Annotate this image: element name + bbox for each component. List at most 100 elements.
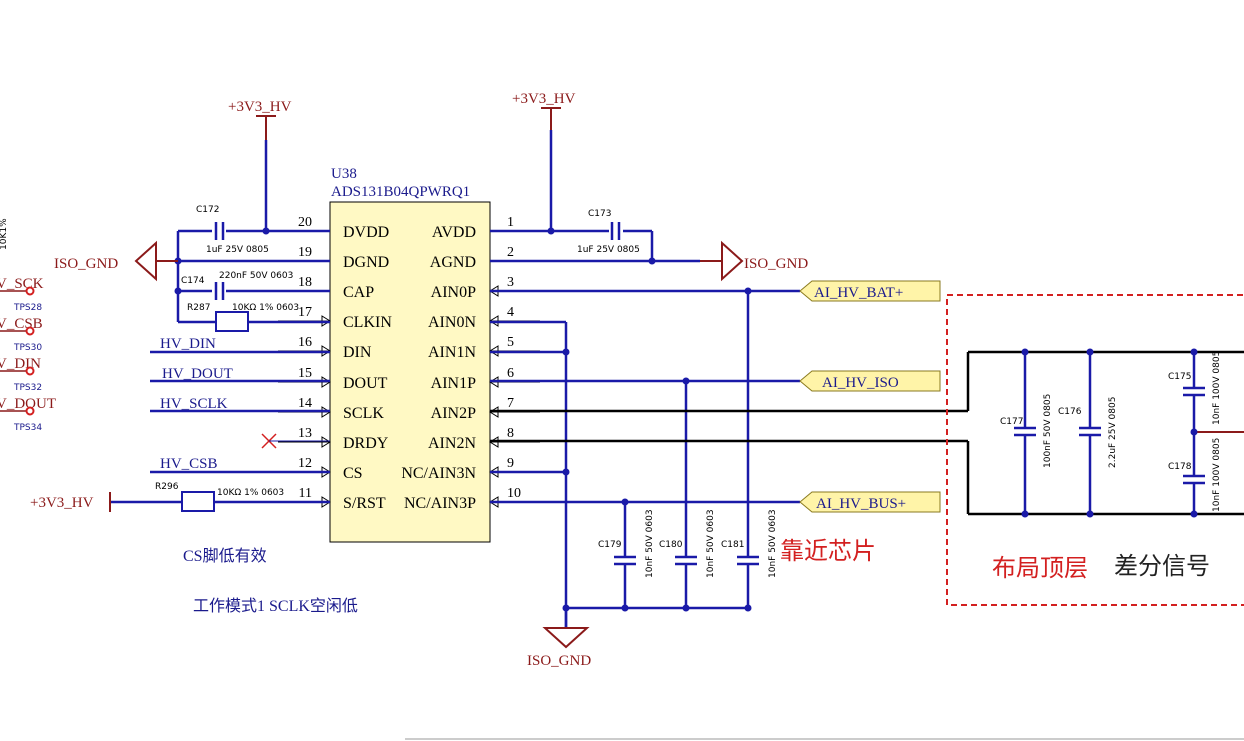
resistor-r296[interactable] xyxy=(181,491,215,512)
resistor-r287[interactable] xyxy=(215,311,249,332)
net-label-bus[interactable]: AI_HV_BUS+ xyxy=(799,491,941,513)
power-vcc-right xyxy=(541,107,561,130)
pin-name: CLKIN xyxy=(343,314,392,331)
capacitor-c172[interactable] xyxy=(212,222,226,240)
junction-dot xyxy=(1021,510,1029,518)
pin-number: 17 xyxy=(298,305,312,320)
pin-number: 18 xyxy=(298,275,312,290)
junction-dot xyxy=(648,257,656,265)
capacitor-c179[interactable] xyxy=(614,528,636,588)
junction-dot xyxy=(621,498,629,506)
net-din-label[interactable]: HV_DIN xyxy=(160,336,216,352)
c175-ref: C175 xyxy=(1168,372,1191,382)
edge-cut-text: 10K1% xyxy=(0,218,9,250)
testpoint-net-label: V_DIN xyxy=(0,356,41,372)
pin-name: DRDY xyxy=(343,435,389,452)
net-label-iso[interactable]: AI_HV_ISO xyxy=(799,370,941,392)
r287-value: 10KΩ 1% 0603 xyxy=(232,303,299,313)
junction-dot xyxy=(1086,348,1094,356)
capacitor-c181[interactable] xyxy=(737,528,759,588)
layout-region-box xyxy=(946,294,1244,606)
pin-name: CS xyxy=(343,465,363,482)
pin-number: 8 xyxy=(507,426,514,441)
wires-digital xyxy=(110,350,330,504)
net-label-bat[interactable]: AI_HV_BAT+ xyxy=(799,280,941,302)
svg-text:AI_HV_BAT+: AI_HV_BAT+ xyxy=(814,285,903,301)
c172-ref: C172 xyxy=(196,205,219,215)
ic-right-pins: 1AVDD2AGND3AIN0P4AIN0N5AIN1N6AIN1P7AIN2P… xyxy=(401,215,540,512)
c172-value: 1uF 25V 0805 xyxy=(206,245,269,255)
c174-ref: C174 xyxy=(181,276,205,286)
pin-number: 15 xyxy=(298,366,312,381)
c177-value: 100nF 50V 0805 xyxy=(1043,394,1053,468)
pin-name: DOUT xyxy=(343,375,388,392)
c173-value: 1uF 25V 0805 xyxy=(577,245,640,255)
pin-number: 16 xyxy=(298,335,312,350)
testpoint-net-label: V_CSB xyxy=(0,316,43,332)
note-near-chip: 靠近芯片 xyxy=(780,538,876,565)
testpoint-net-label: V_SCK xyxy=(0,276,44,292)
c181-ref: C181 xyxy=(721,540,744,550)
c181-value: 10nF 50V 0603 xyxy=(768,509,778,578)
c178-ref: C178 xyxy=(1168,462,1192,472)
pin-name: AIN0P xyxy=(431,284,476,301)
pin-name: NC/AIN3N xyxy=(401,465,476,482)
c179-ref: C179 xyxy=(598,540,622,550)
junction-dot xyxy=(744,287,752,295)
wires-differential xyxy=(490,350,1244,516)
pin-number: 4 xyxy=(507,305,514,320)
left-edge-testpoints: V_SCK TPS28V_CSBTPS30V_DINTPS32V_DOUTTPS3… xyxy=(0,276,56,433)
svg-text:AI_HV_BUS+: AI_HV_BUS+ xyxy=(816,496,906,512)
power-gnd-bottom xyxy=(542,608,590,649)
ic-part: ADS131B04QPWRQ1 xyxy=(331,184,470,200)
pin-number: 10 xyxy=(507,486,521,501)
ic-body xyxy=(329,201,491,543)
c177-ref: C177 xyxy=(1000,417,1023,427)
pin-name: AVDD xyxy=(432,224,476,241)
pin-number: 11 xyxy=(299,486,312,501)
pin-number: 19 xyxy=(298,245,312,260)
r296-ref: R296 xyxy=(155,482,179,492)
c178-value: 10nF 100V 0805 xyxy=(1212,438,1222,512)
net-sclk-label[interactable]: HV_SCLK xyxy=(160,396,228,412)
power-vcc-left-label: +3V3_HV xyxy=(228,99,292,115)
pin-number: 9 xyxy=(507,456,514,471)
pin-name: DVDD xyxy=(343,224,389,241)
power-vcc-right-label: +3V3_HV xyxy=(512,91,576,107)
c179-value: 10nF 50V 0603 xyxy=(645,509,655,578)
c180-ref: C180 xyxy=(659,540,683,550)
note-layout-top: 布局顶层 xyxy=(992,555,1088,582)
pin-number: 1 xyxy=(507,215,514,230)
capacitor-c174[interactable] xyxy=(212,282,226,300)
c176-ref: C176 xyxy=(1058,407,1082,417)
note-diff-signal: 差分信号 xyxy=(1114,553,1210,580)
power-gnd-right-label: ISO_GND xyxy=(744,256,808,272)
net-csb-label[interactable]: HV_CSB xyxy=(160,456,218,472)
testpoint-tps28[interactable]: V_SCK TPS28 xyxy=(0,276,44,313)
pin-name: DGND xyxy=(343,254,389,271)
pin-number: 13 xyxy=(298,426,312,441)
junction-dot xyxy=(1021,348,1029,356)
c173-ref: C173 xyxy=(588,209,611,219)
capacitor-c173[interactable] xyxy=(609,222,623,240)
power-gnd-left-label: ISO_GND xyxy=(54,256,118,272)
pin-name: AIN1N xyxy=(428,344,476,361)
junction-dot xyxy=(682,604,690,612)
c176-value: 2.2uF 25V 0805 xyxy=(1108,397,1118,468)
wires-dvdd xyxy=(176,140,330,324)
testpoint-ref: TPS28 xyxy=(13,303,42,313)
ic-u38[interactable]: U38 ADS131B04QPWRQ1 xyxy=(329,166,491,543)
net-dout-label[interactable]: HV_DOUT xyxy=(162,366,233,382)
pin-name: CAP xyxy=(343,284,374,301)
capacitor-c180[interactable] xyxy=(675,528,697,588)
ic-ref: U38 xyxy=(331,166,357,182)
pin-number: 2 xyxy=(507,245,514,260)
pin-name: AIN1P xyxy=(431,375,476,392)
pin-name: NC/AIN3P xyxy=(404,495,476,512)
